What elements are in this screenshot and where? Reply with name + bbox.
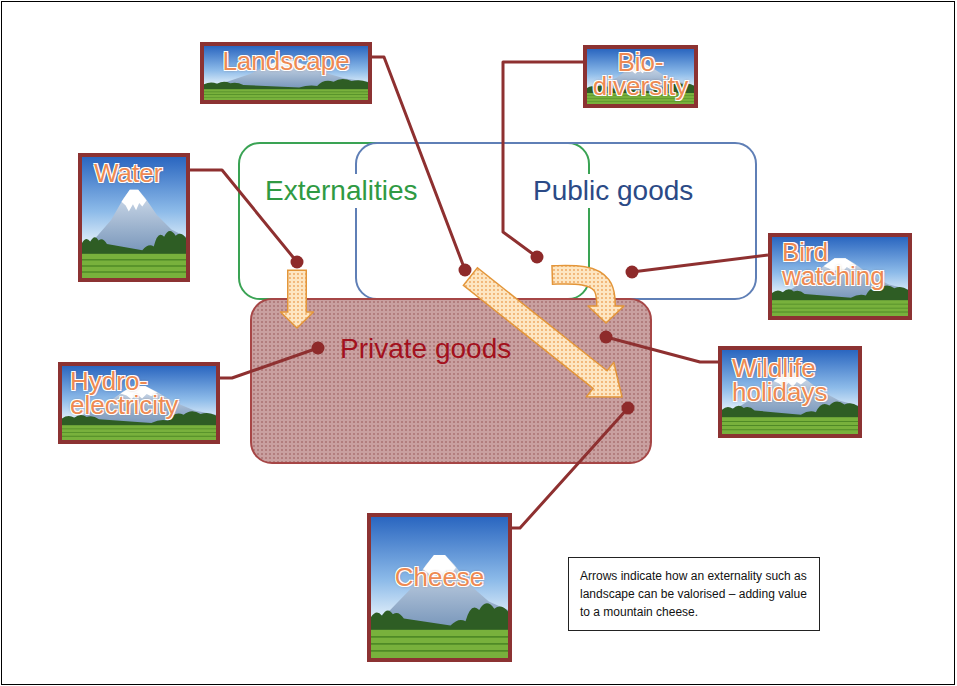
picture-box: Water [78, 153, 190, 282]
note-text: Arrows indicate how an externality such … [580, 567, 811, 621]
note-box: Arrows indicate how an externality such … [568, 557, 820, 631]
mountain-photo [722, 350, 858, 434]
mountain-photo [772, 237, 908, 316]
leader-lines [190, 57, 768, 528]
picture-label: Cheese [395, 565, 485, 589]
arrow-head [586, 362, 622, 397]
anchor-dot [600, 331, 613, 344]
valorisation-arrow [281, 270, 314, 329]
anchor-dot [459, 264, 472, 277]
leader-line [606, 337, 718, 362]
valorisation-arrow [552, 275, 624, 323]
region-label: Public goods [530, 174, 696, 208]
picture-label: Hydro- electricity [70, 369, 212, 417]
connector-group [281, 270, 625, 398]
mountain-photo [82, 157, 186, 278]
region-outline: Externalities [238, 142, 590, 300]
arrow-outline [287, 270, 307, 313]
anchor-dots [291, 251, 639, 415]
anchor-dot [531, 251, 544, 264]
arrow-head [281, 312, 314, 328]
picture-label: Landscape [222, 49, 349, 73]
mountain-photo [371, 517, 508, 658]
picture-box: Cheese [367, 513, 512, 662]
arrow-shaft [553, 275, 606, 308]
anchor-dot [291, 256, 304, 269]
arrow-outline [470, 276, 600, 380]
picture-label: Bird watching [782, 240, 904, 288]
picture-label: Wildlife holidays [732, 356, 854, 404]
leader-line [372, 57, 465, 270]
mountain-photo [62, 366, 216, 440]
leader-line [632, 255, 768, 272]
arrow-head [588, 306, 624, 323]
picture-label: Bio- diversity [587, 50, 694, 98]
region-label: Private goods [340, 332, 511, 366]
leader-line [503, 62, 583, 257]
picture-box: Bio- diversity [583, 45, 698, 108]
valorisation-arrow [470, 276, 622, 397]
leader-line [190, 170, 297, 262]
anchor-dot [626, 266, 639, 279]
region-label: Externalities [262, 174, 421, 208]
picture-box: Landscape [200, 42, 372, 104]
anchor-dot [312, 342, 325, 355]
mountain-photo [587, 49, 694, 104]
anchor-dot [622, 402, 635, 415]
arrow-shaft [471, 277, 602, 381]
picture-box: Hydro- electricity [58, 362, 220, 444]
leader-line [512, 408, 628, 528]
picture-box: Wildlife holidays [718, 346, 862, 438]
leader-line [220, 348, 318, 378]
region-outline: Public goods [355, 142, 757, 300]
mountain-photo [204, 46, 368, 100]
region-box: Private goods [250, 298, 652, 464]
arrow-shaft [289, 271, 306, 314]
arrow-outline [552, 275, 606, 306]
picture-box: Bird watching [768, 233, 912, 320]
picture-label: Water [94, 161, 162, 185]
